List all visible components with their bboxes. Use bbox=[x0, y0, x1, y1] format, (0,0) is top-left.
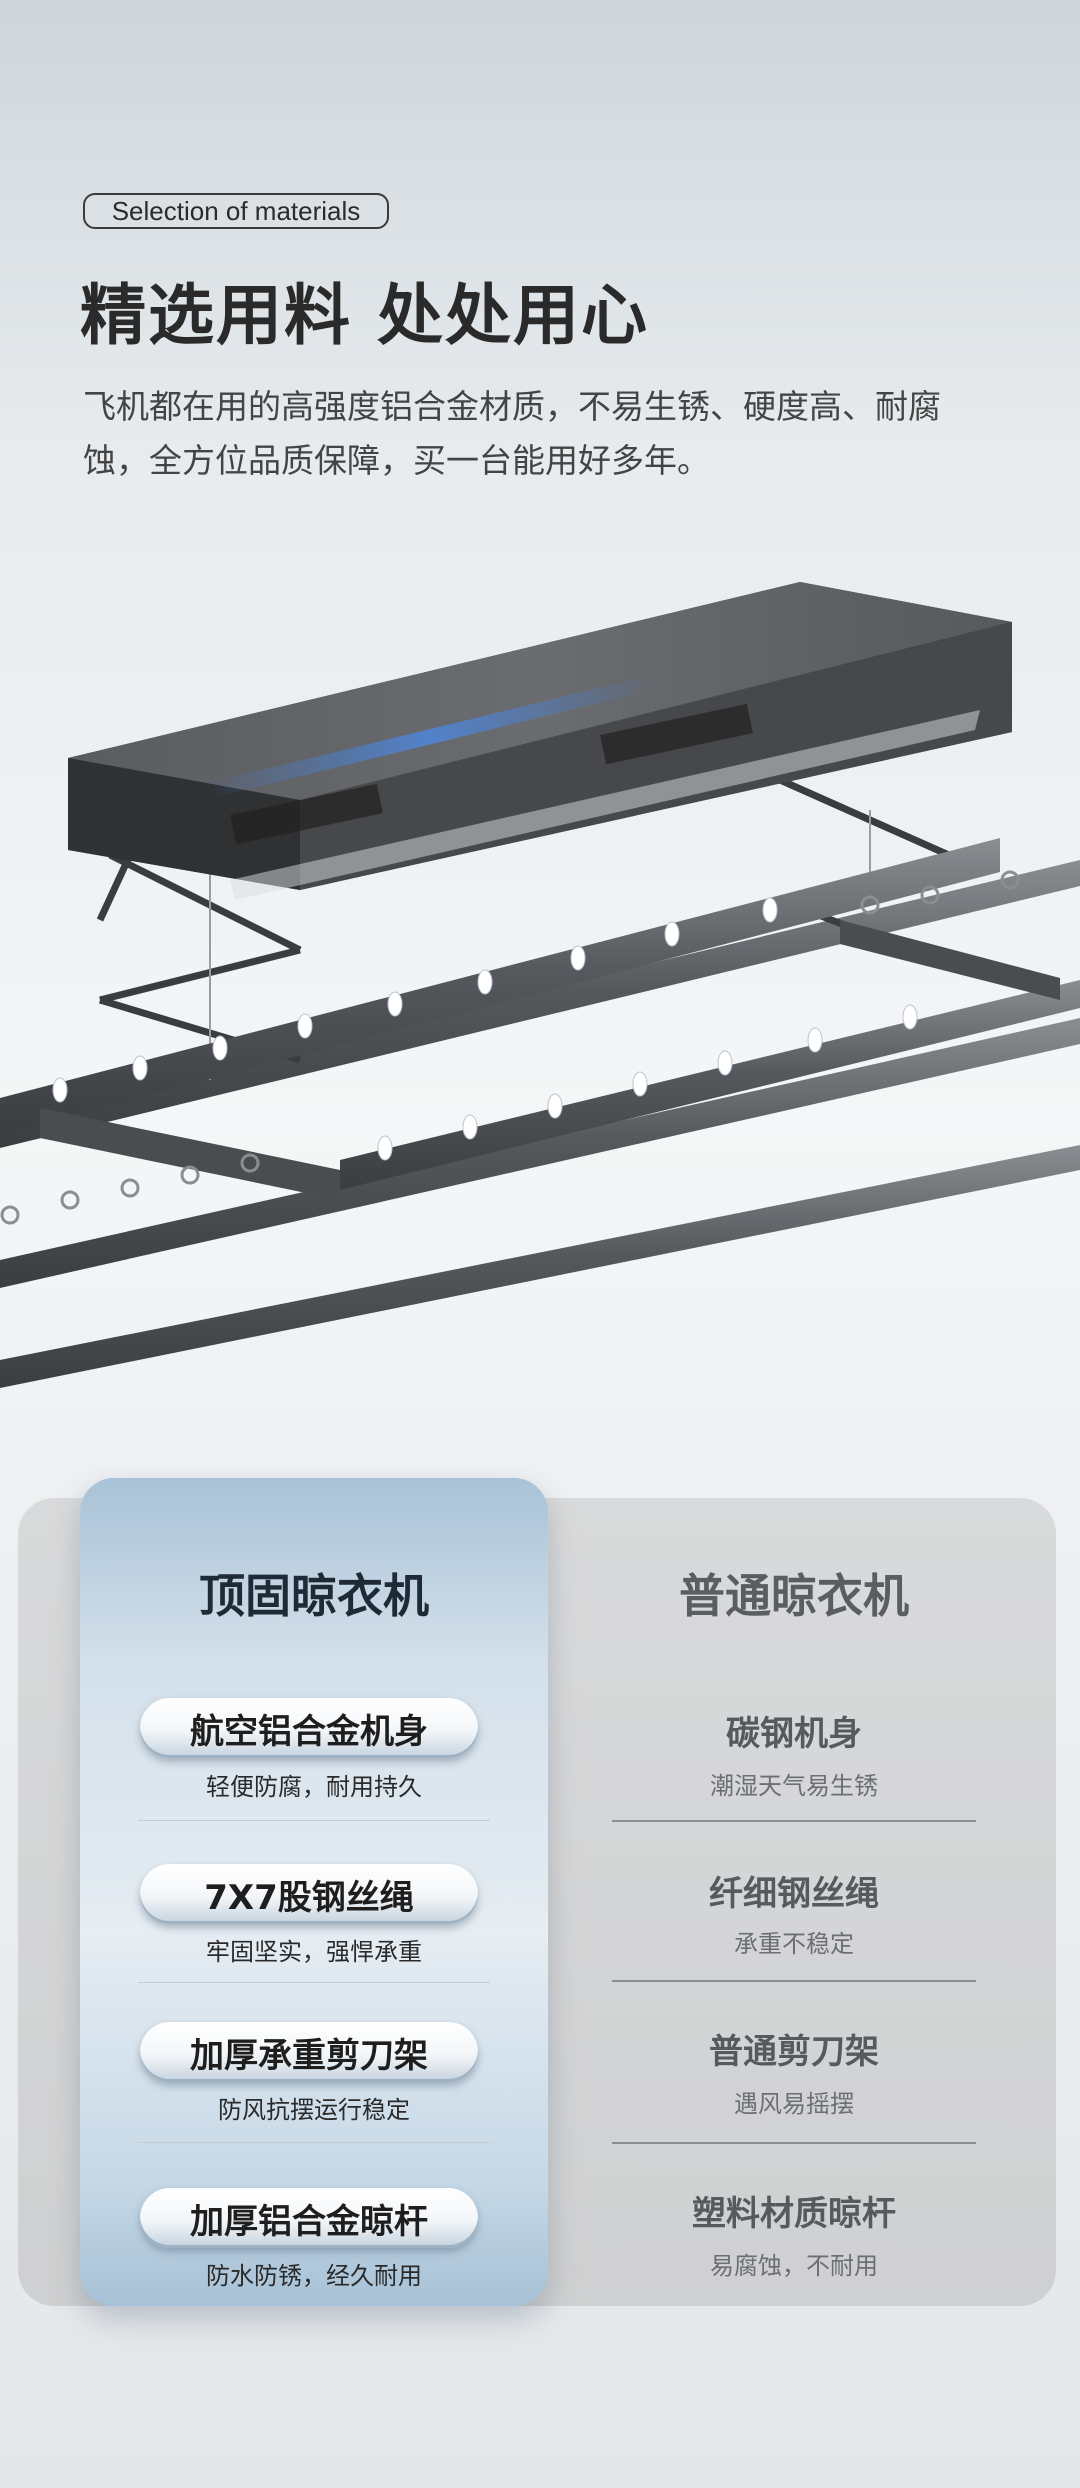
feature-note: 轻便防腐，耐用持久 bbox=[206, 1773, 422, 1801]
clothes-rod bbox=[0, 860, 1080, 1148]
divider bbox=[138, 1820, 490, 1821]
compare-item-label: 塑料材质晾杆 bbox=[692, 2194, 896, 2234]
compare-item-note: 潮湿天气易生锈 bbox=[710, 1772, 878, 1800]
compare-item-label: 普通剪刀架 bbox=[709, 2032, 879, 2072]
drying-rack-body bbox=[68, 582, 1012, 900]
divider bbox=[138, 2142, 490, 2143]
divider bbox=[612, 1980, 976, 1982]
compare-item-label: 纤细钢丝绳 bbox=[709, 1874, 879, 1914]
clothes-rod bbox=[0, 1018, 1080, 1288]
feature-pill: 加厚承重剪刀架 bbox=[140, 2022, 478, 2082]
led-rod bbox=[0, 838, 1080, 1200]
feature-pill: 加厚铝合金晾杆 bbox=[140, 2188, 478, 2248]
feature-note: 防风抗摆运行稳定 bbox=[218, 2096, 410, 2124]
feature-pill: 航空铝合金机身 bbox=[140, 1698, 478, 1758]
column-title-left: 顶固晾衣机 bbox=[199, 1569, 429, 1623]
feature-pill: 7X7股钢丝绳 bbox=[140, 1864, 478, 1924]
divider bbox=[612, 1820, 976, 1822]
feature-note: 牢固坚实，强悍承重 bbox=[206, 1938, 422, 1966]
drying-rack-product-image bbox=[0, 582, 1080, 1388]
compare-item-note: 遇风易摇摆 bbox=[734, 2090, 854, 2118]
compare-item-note: 承重不稳定 bbox=[734, 1930, 854, 1958]
page-title: 精选用料 处处用心 bbox=[80, 277, 649, 354]
led-lights bbox=[52, 897, 918, 1161]
column-title-right: 普通晾衣机 bbox=[679, 1569, 909, 1623]
section-tag: Selection of materials bbox=[83, 193, 389, 229]
feature-note: 防水防锈，经久耐用 bbox=[206, 2262, 422, 2290]
divider bbox=[138, 1982, 490, 1983]
compare-item-label: 碳钢机身 bbox=[726, 1714, 862, 1754]
hanger-hooks bbox=[0, 870, 1020, 1225]
clothes-rod bbox=[0, 1145, 1080, 1388]
compare-item-note: 易腐蚀，不耐用 bbox=[710, 2252, 878, 2280]
divider bbox=[612, 2142, 976, 2144]
page-description: 飞机都在用的高强度铝合金材质，不易生锈、硬度高、耐腐蚀，全方位品质保障，买一台能… bbox=[83, 387, 941, 480]
